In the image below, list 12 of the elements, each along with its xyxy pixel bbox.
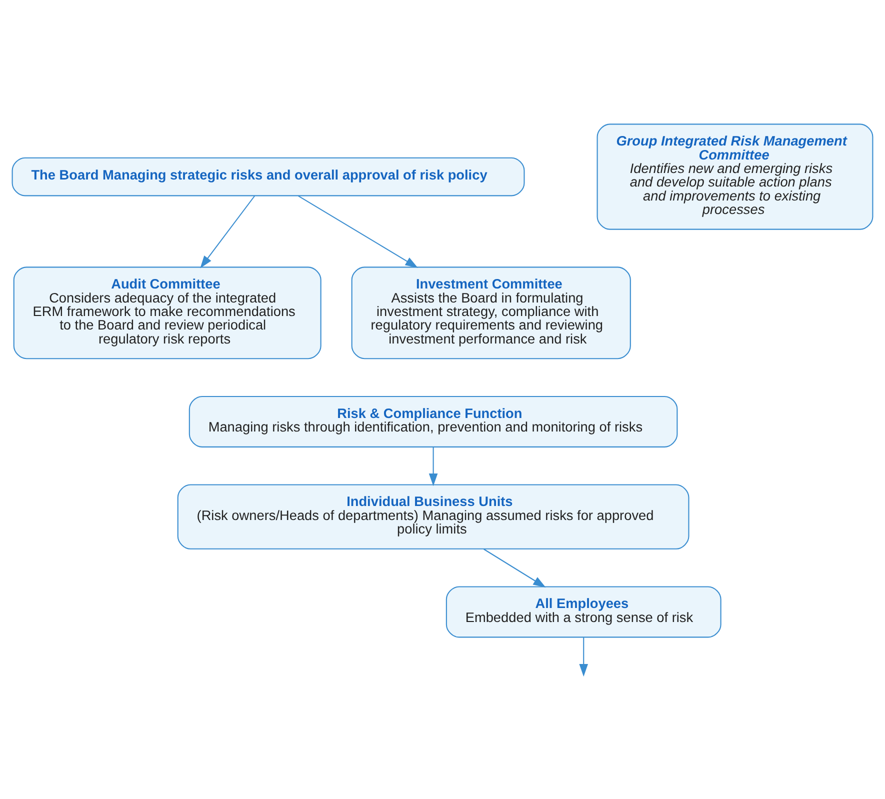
node-box: Risk & Compliance Function Managing risks through identification, prevention and monitoring of risks <box>188 395 678 447</box>
arrow <box>484 548 546 588</box>
node-box: Audit Committee Considers adequacy of the integrated ERM framework to make recommendations to the Board and review periodical regulatory risk reports <box>13 266 322 359</box>
node-box: All Employees Embedded with a strong sense of risk <box>446 586 722 638</box>
node-box: Group Integrated Risk Management Committee Identifies new and emerging risks and develop suitable action plans and improvements to existing processes <box>596 123 874 230</box>
node-box: Individual Business Units (Risk owners/Heads of departments) Managing assumed risks for approved policy limits <box>177 484 690 549</box>
arrow <box>298 194 418 268</box>
arrow <box>200 195 256 268</box>
arrow <box>428 446 438 486</box>
arrow <box>579 637 588 676</box>
node-box: The Board Managing strategic risks and overall approval of risk policy <box>12 156 525 196</box>
node-box: Investment Committee Assists the Board in formulating investment strategy, compliance with regulatory requirements and reviewing investment performance and risk <box>351 266 631 359</box>
